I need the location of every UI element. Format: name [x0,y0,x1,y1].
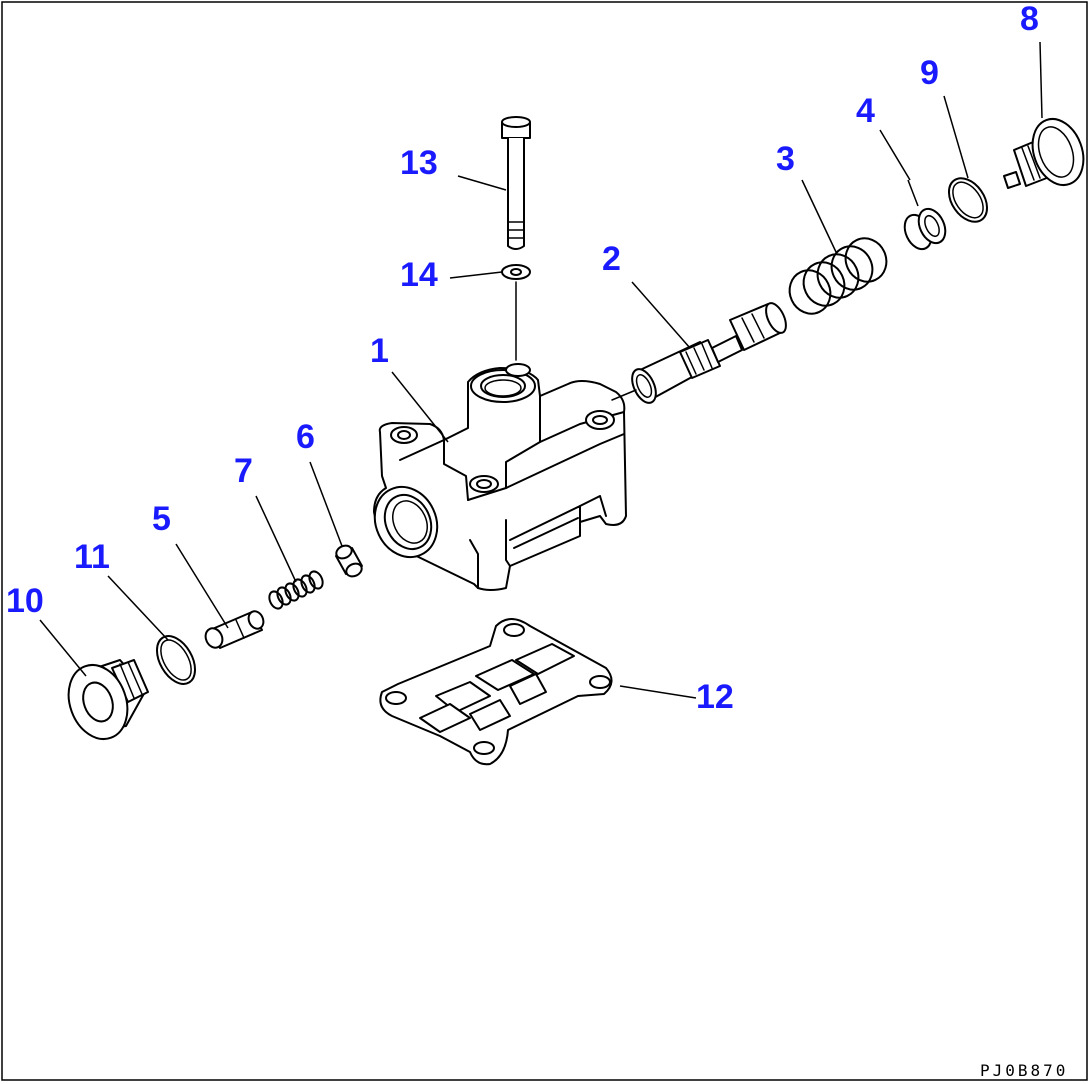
callout-2: 2 [602,240,621,278]
callout-14: 14 [400,256,438,294]
part-6-sleeve [335,544,363,578]
part-5-plunger [204,610,265,649]
callout-4: 4 [856,92,875,130]
leader-lines [39,41,1043,699]
part-12-gasket [379,618,613,766]
part-13-bolt [501,116,531,250]
callout-13: 13 [400,144,438,182]
part-8-end-plug [1003,118,1085,189]
callout-11: 11 [74,538,110,576]
part-2-spool [631,302,787,404]
part-3-spring [788,237,888,315]
assembly-line-spool [611,389,637,401]
part-14-washer [501,264,531,280]
part-1-valve-body [373,363,627,591]
callout-labels: 1 2 3 4 5 6 7 8 9 10 11 12 13 14 [6,0,1039,716]
callout-6: 6 [296,418,315,456]
part-11-o-ring [156,635,196,685]
callout-5: 5 [152,500,171,538]
callout-10: 10 [6,582,44,620]
callout-9: 9 [920,54,939,92]
drawing-code: PJ0B870 [980,1061,1068,1080]
part-10-end-plug [67,659,149,740]
part-4-collar [903,207,947,251]
part-9-o-ring [947,177,989,223]
callout-3: 3 [776,140,795,178]
part-7-small-spring [268,570,324,610]
callout-1: 1 [370,332,389,370]
callout-12: 12 [696,678,734,716]
callout-8: 8 [1020,0,1039,38]
callout-7: 7 [234,452,253,490]
